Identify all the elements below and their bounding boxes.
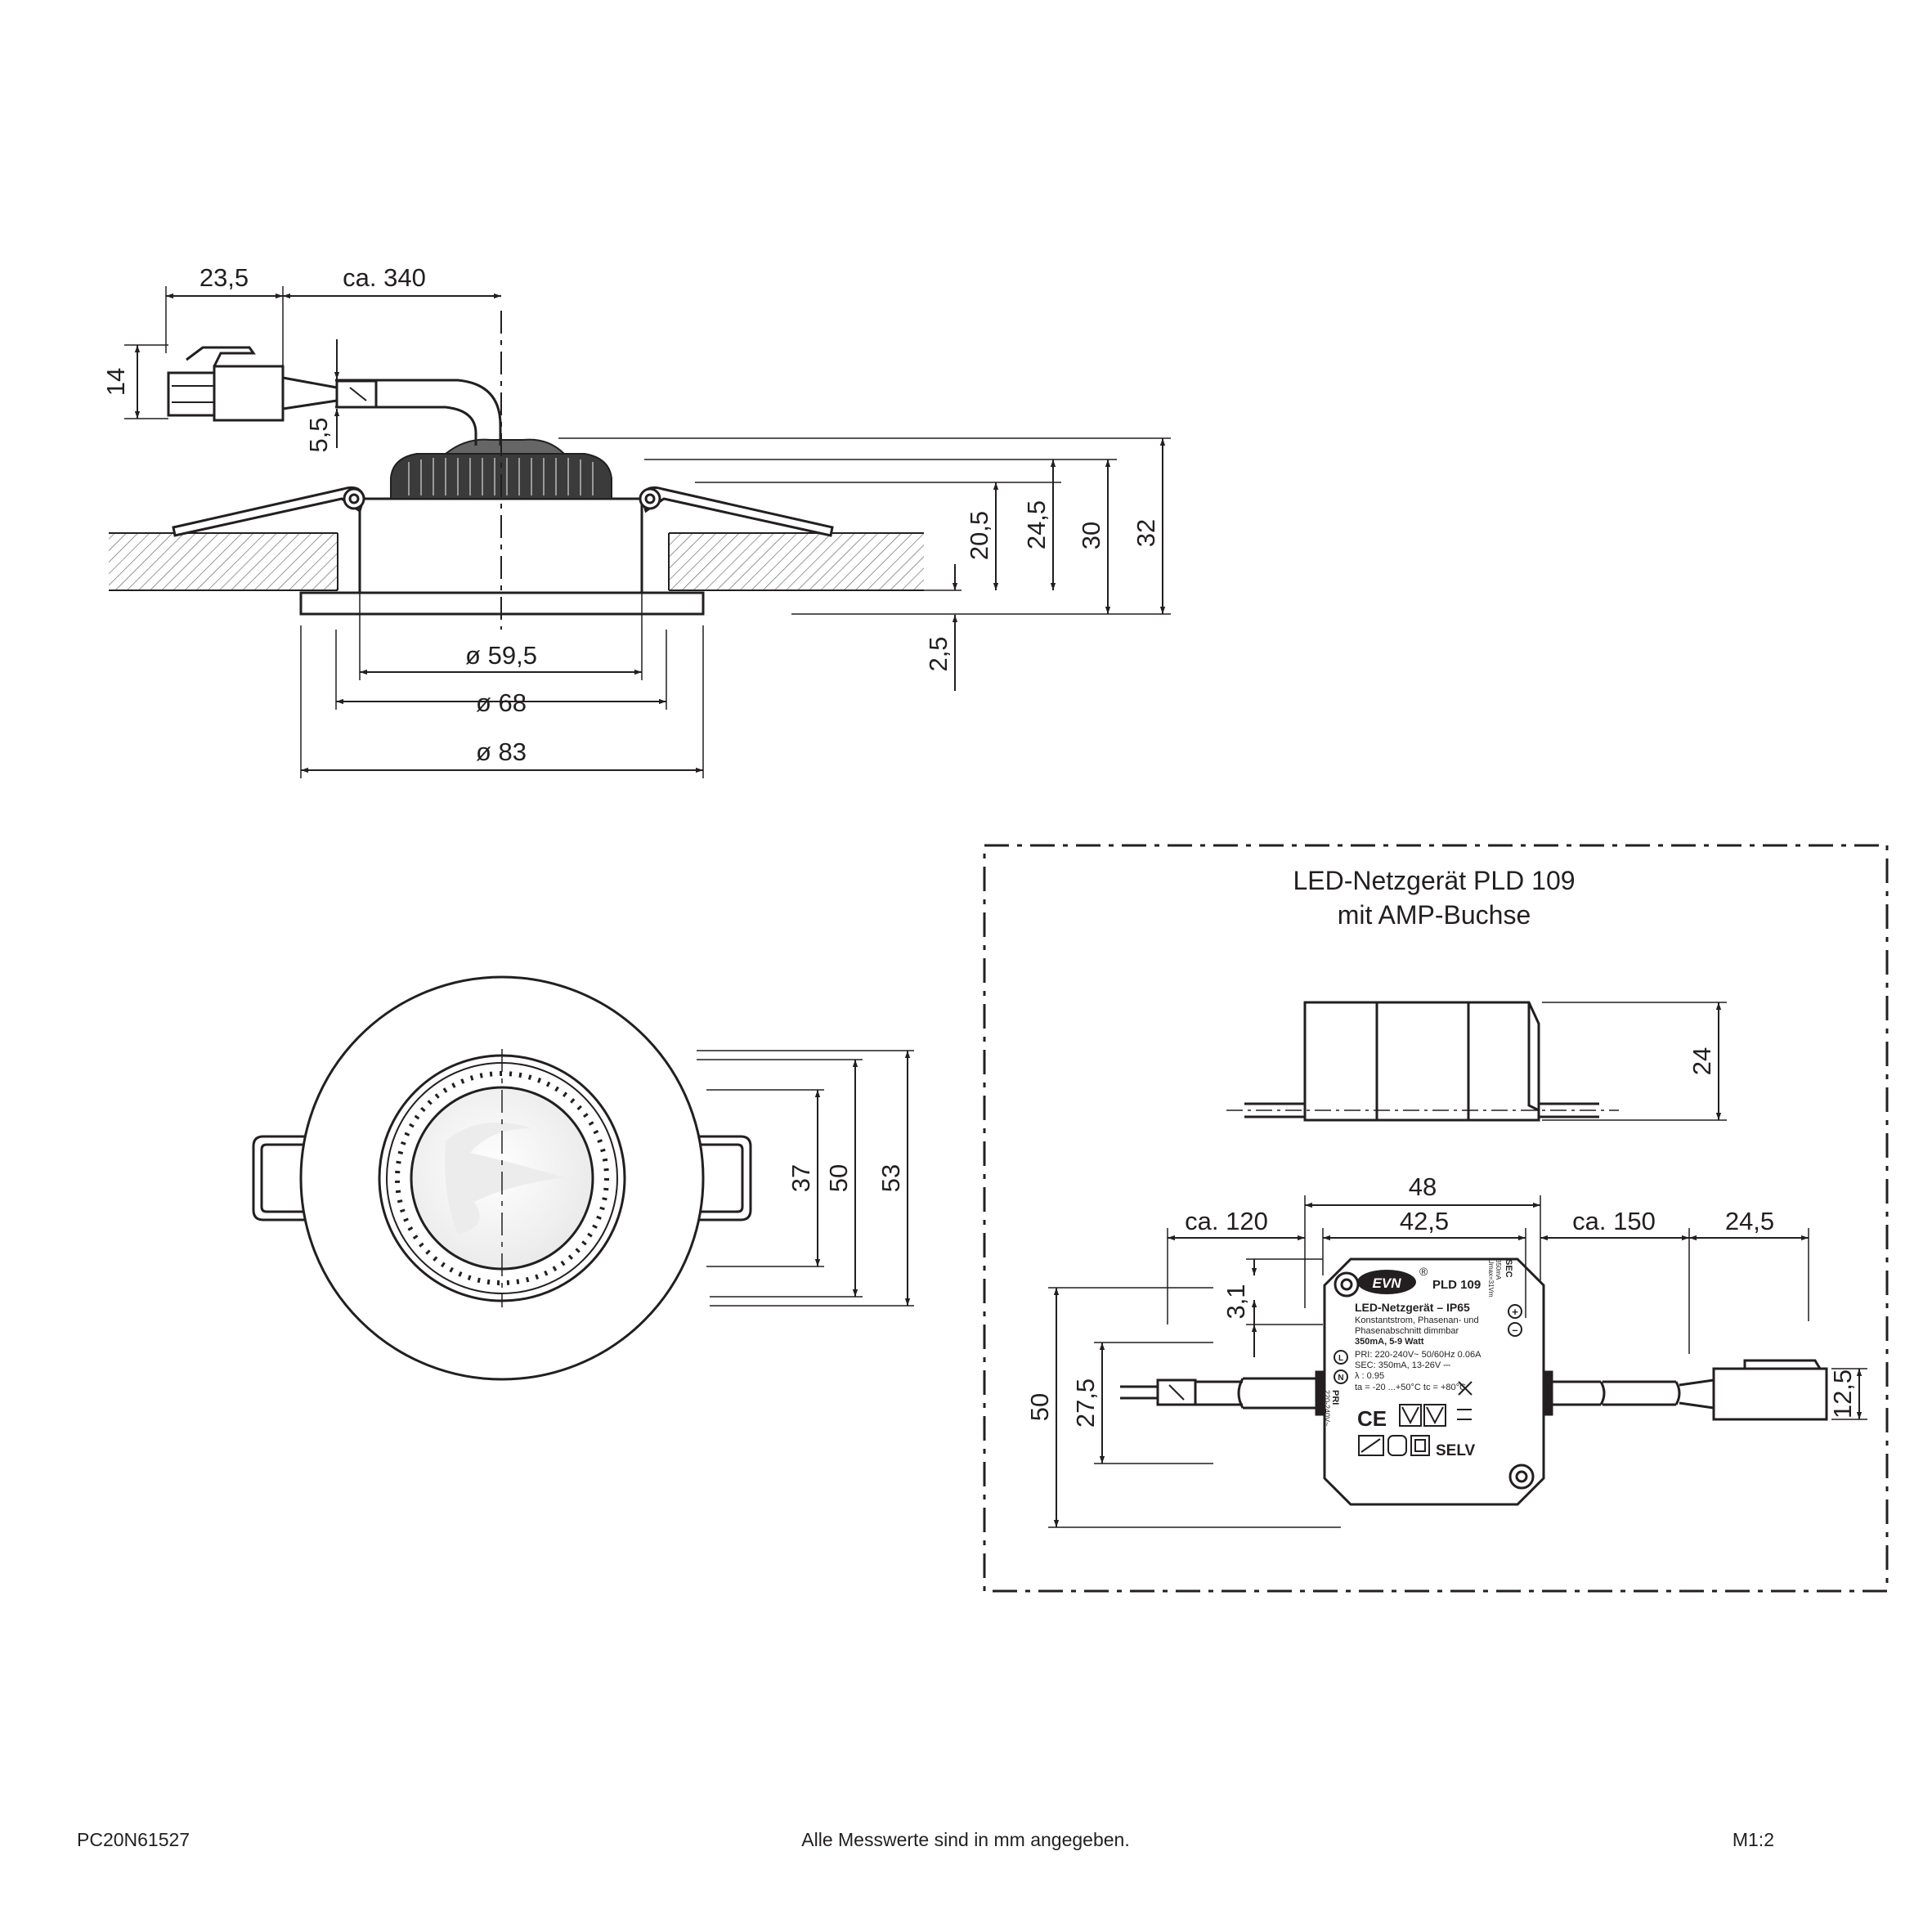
dim-dia-83: ø 83 [476, 737, 527, 766]
psu-cable-right [1542, 1359, 1828, 1421]
psu-title-line1: LED-Netzgerät PLD 109 [1293, 866, 1575, 895]
psu-panel: LED-Netzgerät PLD 109 mit AMP-Buchse 24 [983, 844, 1889, 1593]
psu-dim-height: 24 [1688, 1047, 1716, 1075]
dim-37: 37 [787, 1164, 815, 1192]
spring-clip-right [639, 486, 834, 537]
dim-connector-height: 14 [101, 368, 130, 396]
label-rating: 350mA, 5-9 Watt [1355, 1337, 1424, 1347]
ceiling-right [669, 533, 924, 590]
label-sec-sub: 350mA [1495, 1259, 1502, 1280]
dimming-symbols [1358, 1381, 1473, 1456]
dim-24-5: 24,5 [1022, 500, 1051, 549]
dim-32: 32 [1132, 519, 1160, 547]
dim-cable-diameter: 5,5 [304, 417, 333, 452]
psu-screw-top [1334, 1271, 1360, 1298]
label-line2: Phasenabschnitt dimmbar [1355, 1326, 1459, 1336]
label-l: L [1338, 1354, 1343, 1363]
psu-dim-width-total: 48 [1409, 1172, 1437, 1201]
psu-dim-plug-length: 24,5 [1725, 1207, 1774, 1235]
label-line1: Konstantstrom, Phasenan- und [1355, 1316, 1479, 1325]
footer-note: Alle Messwerte sind in mm angegeben. [801, 1829, 1129, 1850]
housing [299, 497, 705, 616]
label-n: N [1338, 1374, 1343, 1383]
label-name: LED-Netzgerät – IP65 [1355, 1301, 1470, 1314]
top-view: 37 50 53 [252, 975, 914, 1381]
psu-dim-cable-left: ca. 120 [1185, 1207, 1268, 1235]
psu-dim-plug-height: 12,5 [1828, 1369, 1857, 1419]
amp-connector [167, 346, 338, 422]
psu-dim-cable-right: ca. 150 [1572, 1207, 1656, 1235]
label-sec-tag: SEC [1504, 1259, 1513, 1278]
label-sec-sub2: Umax=31Vm [1487, 1259, 1495, 1298]
spring-tab-left [252, 1135, 309, 1222]
label-minus: – [1512, 1324, 1517, 1336]
psu-side-view [1244, 1001, 1599, 1122]
label-plus: + [1512, 1306, 1518, 1318]
psu-dim-body-height: 50 [1025, 1393, 1054, 1421]
psu-screw-bottom [1508, 1464, 1535, 1490]
label-lambda: λ : 0.95 [1355, 1371, 1384, 1381]
psu-label: EVN ® PLD 109 LED-Netzgerät – IP65 Konst… [1323, 1259, 1522, 1459]
side-view: 23,5 ca. 340 14 5,5 20,5 24,5 30 32 2,5 … [101, 263, 1171, 778]
registered-mark: ® [1419, 1265, 1428, 1278]
dim-connector-width: 23,5 [199, 263, 249, 292]
psu-dim-cable-height: 27,5 [1071, 1378, 1100, 1428]
psu-top-body [1323, 1257, 1545, 1506]
label-pri-tag: PRI [1330, 1390, 1340, 1405]
footer-code: PC20N61527 [77, 1829, 190, 1850]
psu-dim-hole-offset: 3,1 [1222, 1284, 1250, 1319]
dim-30: 30 [1077, 522, 1105, 549]
ce-mark: CE [1357, 1406, 1387, 1431]
footer: PC20N61527 Alle Messwerte sind in mm ang… [77, 1829, 1774, 1850]
label-pri-sub: 220-240V~ [1323, 1390, 1331, 1426]
label-temps: ta = -20 ...+50°C tc = +80°C [1355, 1383, 1466, 1392]
ceiling-left [109, 533, 338, 590]
dim-dia-68: ø 68 [476, 688, 527, 717]
psu-cable-left [1120, 1370, 1326, 1416]
selv-mark: SELV [1436, 1442, 1476, 1459]
spring-tab-right [695, 1135, 752, 1222]
dim-flange: 2,5 [924, 636, 953, 671]
cable [335, 379, 502, 446]
spring-clip-left [172, 486, 365, 537]
label-pri: PRI: 220-240V~ 50/60Hz 0.06A [1355, 1350, 1481, 1360]
footer-scale: M1:2 [1733, 1829, 1774, 1850]
dim-20-5: 20,5 [965, 511, 993, 560]
dim-53: 53 [876, 1164, 905, 1192]
dim-50-top: 50 [824, 1164, 853, 1192]
psu-dim-width-inner: 42,5 [1400, 1207, 1449, 1235]
evn-logo: EVN [1373, 1275, 1402, 1291]
dim-dia-59-5: ø 59,5 [465, 641, 537, 670]
lens-reflection [445, 1122, 564, 1235]
psu-title-line2: mit AMP-Buchse [1338, 900, 1531, 930]
dim-cable-length: ca. 340 [343, 263, 426, 292]
label-model: PLD 109 [1432, 1278, 1481, 1292]
label-sec: SEC: 350mA, 13-26V ⎓ [1355, 1360, 1450, 1370]
